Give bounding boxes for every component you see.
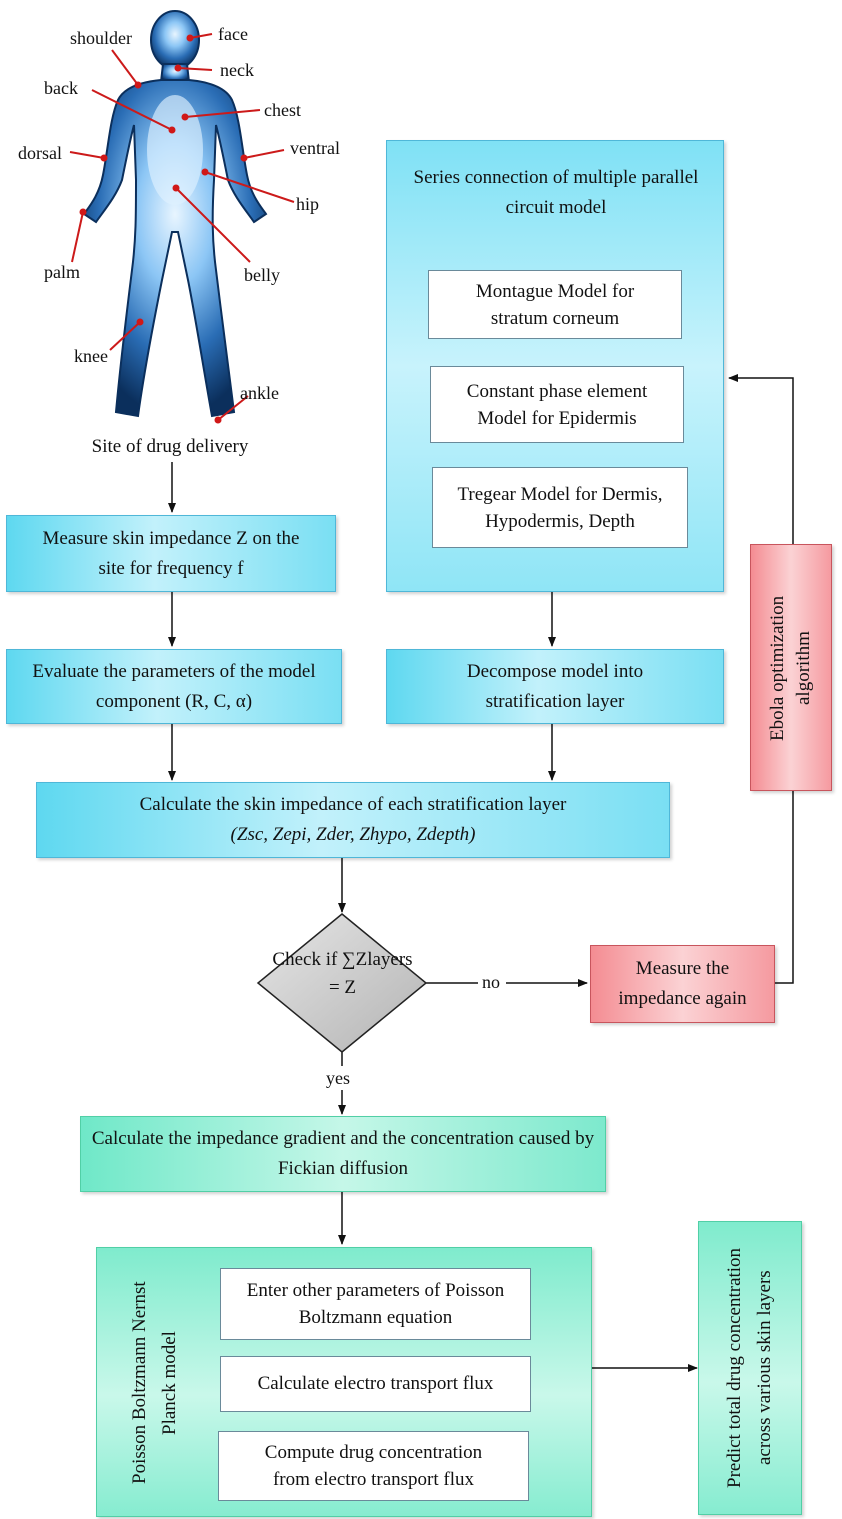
site-pins	[69, 33, 295, 421]
cpe-model-box: Constant phase element Model for Epiderm…	[430, 366, 684, 443]
measure-impedance-text: Measure skin impedance Z on the site for…	[42, 527, 300, 579]
label-belly: belly	[244, 265, 280, 285]
montague-model-text: Montague Model for stratum corneum	[475, 280, 635, 329]
pbnp-step-calculate-flux-text: Calculate electro transport flux	[257, 1373, 494, 1394]
montague-model-box: Montague Model for stratum corneum	[428, 270, 682, 339]
line-measure-again-to-ebola	[775, 791, 794, 984]
ebola-optimization-box: Ebola optimization algorithm	[750, 544, 832, 791]
human-body-figure	[69, 10, 295, 424]
measure-impedance-box: Measure skin impedance Z on the site for…	[6, 515, 336, 592]
label-ankle: ankle	[240, 383, 279, 403]
circuit-model-title: Series connection of multiple parallel c…	[413, 167, 699, 218]
pbnp-model-panel: Poisson Boltzmann Nernst Planck model En…	[96, 1247, 592, 1517]
pbnp-model-title-wrap: Poisson Boltzmann Nernst Planck model	[105, 1248, 205, 1518]
label-neck: neck	[220, 60, 254, 80]
tregear-model-text: Tregear Model for Dermis, Hypodermis, De…	[457, 483, 663, 532]
calculate-layer-impedance-text: Calculate the skin impedance of each str…	[139, 794, 567, 815]
prediction-text: Predict total drug concentration across …	[724, 1247, 775, 1489]
pbnp-step-compute-concentration: Compute drug concentration from electro …	[218, 1431, 529, 1501]
circuit-model-panel: Series connection of multiple parallel c…	[386, 140, 724, 592]
pbnp-step-compute-concentration-text: Compute drug concentration from electro …	[264, 1442, 483, 1490]
site-caption: Site of drug delivery	[91, 436, 249, 457]
label-ventral: ventral	[290, 138, 340, 158]
ebola-optimization-text: Ebola optimization algorithm	[767, 594, 814, 741]
yes-label: yes	[326, 1068, 350, 1088]
label-knee: knee	[74, 346, 108, 366]
label-face: face	[218, 24, 248, 44]
measure-again-text: Measure the impedance again	[618, 958, 747, 1009]
layer-impedance-formula: (Zsc, Zepi, Zder, Zhypo, Zdepth)	[230, 824, 476, 845]
prediction-box: Predict total drug concentration across …	[698, 1221, 802, 1515]
measure-again-box: Measure the impedance again	[590, 945, 775, 1023]
label-chest: chest	[264, 100, 301, 120]
evaluate-parameters-text: Evaluate the parameters of the model com…	[32, 660, 316, 712]
label-shoulder: shoulder	[70, 28, 132, 48]
check-decision-diamond	[256, 913, 428, 1053]
pbnp-step-calculate-flux: Calculate electro transport flux	[220, 1356, 531, 1412]
check-condition-text: Check if ∑Zlayers = Z	[272, 949, 413, 998]
gradient-calculation-text: Calculate the impedance gradient and the…	[91, 1128, 595, 1179]
decompose-model-box: Decompose model into stratification laye…	[386, 649, 724, 724]
pbnp-model-title: Poisson Boltzmann Nernst Planck model	[129, 1281, 180, 1485]
decompose-model-text: Decompose model into stratification laye…	[466, 660, 644, 712]
label-dorsal: dorsal	[18, 143, 62, 163]
evaluate-parameters-box: Evaluate the parameters of the model com…	[6, 649, 342, 724]
body-highlight	[147, 95, 203, 205]
site-pin-dots	[79, 34, 248, 424]
label-back: back	[44, 78, 78, 98]
label-palm: palm	[44, 262, 80, 282]
pbnp-step-enter-parameters-text: Enter other parameters of Poisson Boltzm…	[246, 1280, 505, 1328]
gradient-calculation-box: Calculate the impedance gradient and the…	[80, 1116, 606, 1192]
cpe-model-text: Constant phase element Model for Epiderm…	[466, 380, 648, 429]
tregear-model-box: Tregear Model for Dermis, Hypodermis, De…	[432, 467, 688, 548]
arrow-ebola-to-circuit	[728, 374, 794, 544]
no-label: no	[482, 972, 500, 992]
calculate-layer-impedance-box: Calculate the skin impedance of each str…	[36, 782, 670, 858]
pbnp-step-enter-parameters: Enter other parameters of Poisson Boltzm…	[220, 1268, 531, 1340]
label-hip: hip	[296, 194, 320, 214]
